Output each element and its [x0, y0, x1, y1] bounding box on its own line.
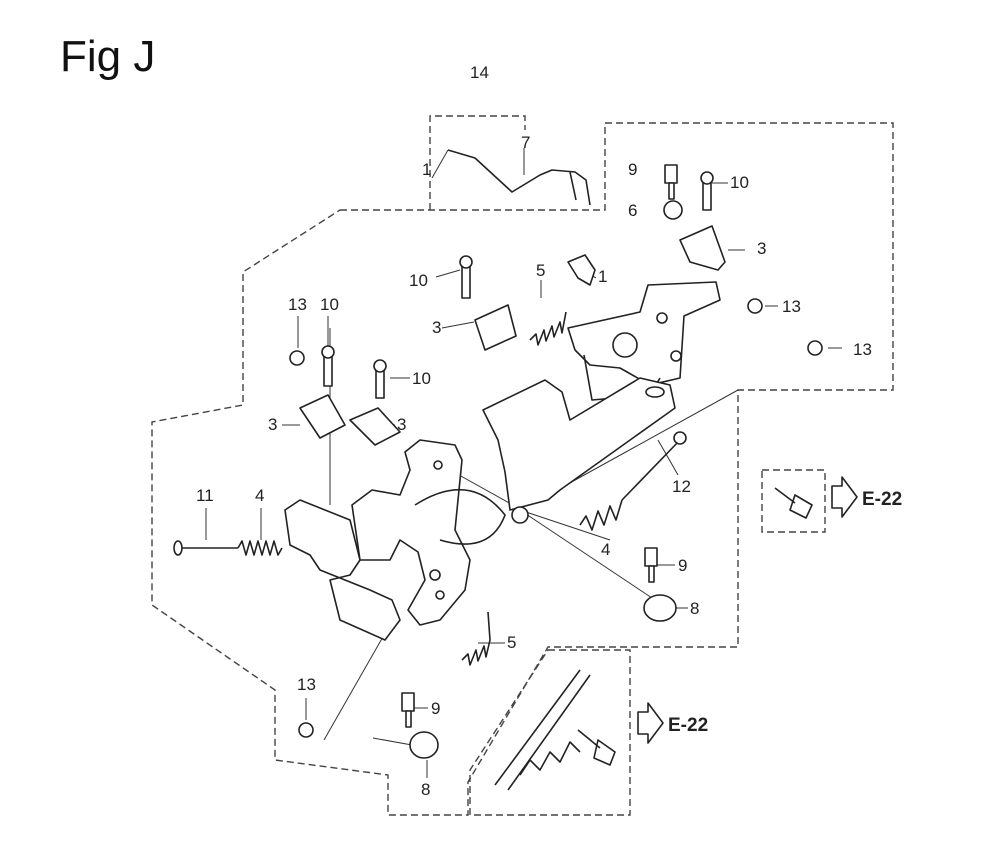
callout-13: 13: [288, 295, 307, 314]
callout-13: 13: [297, 675, 316, 694]
lower-left-bracket: [284, 499, 401, 641]
callout-5: 5: [536, 261, 545, 280]
arrow-upper: [831, 476, 858, 518]
callout-4: 4: [255, 486, 264, 505]
callout-13: 13: [853, 340, 872, 359]
bolt-11: [178, 543, 238, 553]
callout-6: 6: [628, 201, 637, 220]
figure-title: Fig J: [60, 32, 156, 81]
knob-8-right: [643, 594, 677, 622]
callout-7: 7: [521, 133, 530, 152]
ref-bolt-upper: [774, 487, 813, 519]
callout-13: 13: [782, 297, 801, 316]
callout-2: 1: [422, 160, 431, 179]
knob-8-lower: [409, 731, 439, 759]
bolt-10-group: [321, 171, 714, 399]
callout-3: 3: [397, 415, 406, 434]
callout-3: 3: [268, 415, 277, 434]
spring-5-lower: [461, 611, 491, 666]
ref-bolt-lower: [577, 729, 616, 766]
callout-1: 1: [598, 267, 607, 286]
ref-spring-lower: [494, 669, 591, 791]
upper-bracket: [567, 281, 721, 386]
callout-10: 10: [409, 271, 428, 290]
spring-4-right: [579, 499, 623, 531]
callout-10: 10: [412, 369, 431, 388]
governor-arm: [351, 439, 471, 626]
reference-e22-lower: E-22: [668, 715, 708, 736]
callout-9: 9: [628, 160, 637, 179]
throttle-arm: [474, 304, 517, 351]
callout-5: 5: [507, 633, 516, 652]
callout-11: 11: [196, 486, 214, 505]
callout-3: 3: [432, 318, 441, 337]
spring-5-upper: [529, 311, 567, 346]
clamp-3-upper-right: [679, 225, 726, 271]
spring-4-left: [237, 540, 283, 556]
wire-group-bracket: [429, 115, 526, 210]
control-plate: [482, 377, 676, 511]
clamp-3-mid: [349, 407, 401, 446]
callout-10: 10: [730, 173, 749, 192]
governor-wire: [447, 149, 591, 206]
callout-9: 9: [431, 699, 440, 718]
nut-6: [663, 200, 683, 220]
screw-9-group: [401, 164, 678, 728]
callout-3: 3: [757, 239, 766, 258]
callout-12: 12: [672, 477, 691, 496]
bolt-12: [621, 439, 681, 501]
label-group-14: 14: [470, 63, 489, 82]
assembly-boundary: [151, 122, 894, 816]
reference-e22-upper: E-22: [862, 489, 902, 510]
reference-box-lower: [469, 649, 631, 816]
stop-switch-1: [567, 254, 596, 286]
callout-4: 4: [601, 540, 610, 559]
arrow-lower: [637, 702, 664, 744]
callout-9: 9: [678, 556, 687, 575]
callout-8: 8: [690, 599, 699, 618]
callout-10: 10: [320, 295, 339, 314]
callout-labels: 14 1 7 1 9 6 10 3 10 5 3 13 13 13 10 10 …: [196, 63, 902, 799]
nut-13-group: [289, 298, 823, 738]
reference-box-upper: [761, 469, 826, 533]
clamp-3-left: [299, 394, 346, 439]
callout-8: 8: [421, 780, 430, 799]
